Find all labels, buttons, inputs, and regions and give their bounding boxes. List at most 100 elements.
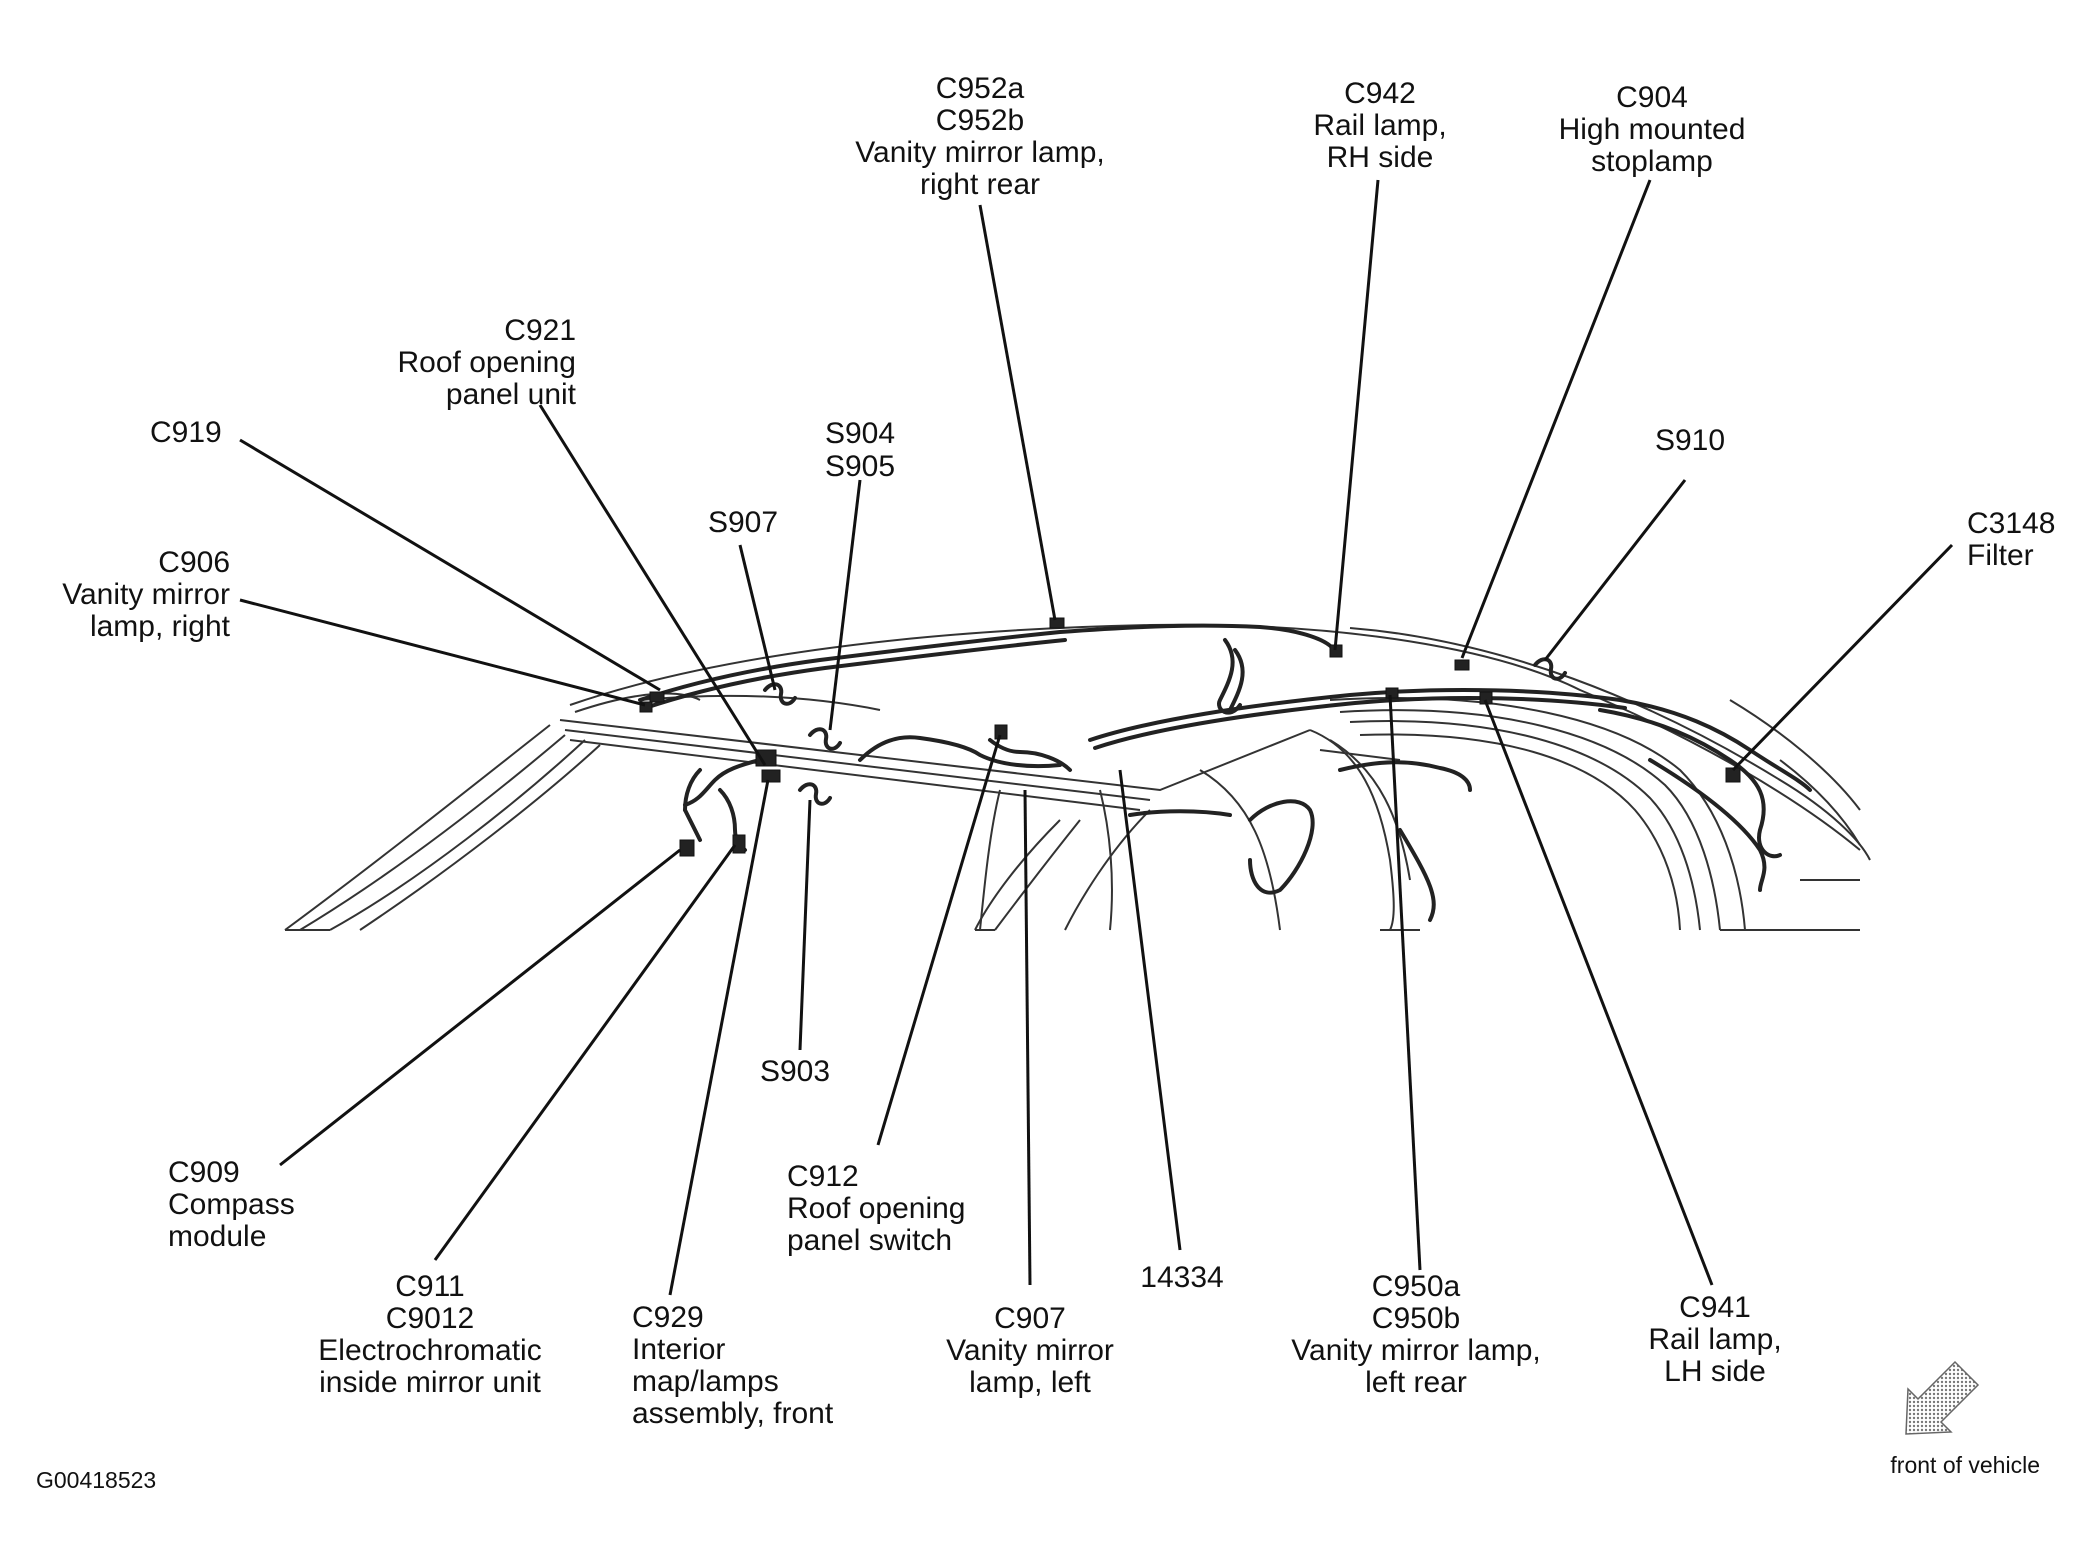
svg-text:C929: C929 [632, 1301, 704, 1334]
svg-text:S905: S905 [825, 450, 895, 483]
splice-s904 [808, 727, 842, 751]
label-line: C950b [1372, 1302, 1460, 1335]
front-of-vehicle-indicator: front of vehicle [1890, 1360, 2040, 1478]
svg-text:C911: C911 [395, 1270, 465, 1303]
callout-c904: C904 High mounted stoplamp [1559, 81, 1746, 178]
label-line: C952a [936, 72, 1025, 105]
label-line: Filter [1967, 539, 2034, 572]
splice-s907 [763, 682, 797, 706]
svg-text:High mounted: High mounted [1559, 113, 1746, 146]
svg-text:Rail lamp,: Rail lamp, [1313, 109, 1446, 142]
callout-s904-s905: S904 S905 [825, 417, 895, 483]
label-line: High mounted [1559, 113, 1746, 146]
label-line: C941 [1679, 1291, 1751, 1324]
label-line: Roof opening [787, 1192, 965, 1225]
label-line: 14334 [1140, 1261, 1223, 1294]
label-line: Vanity mirror [62, 578, 230, 611]
connector-c950 [1385, 687, 1399, 699]
connectors [639, 617, 1741, 857]
callout-c919: C919 [150, 416, 222, 449]
label-line: Roof opening [398, 346, 576, 379]
connector-c3148 [1725, 767, 1741, 783]
svg-text:module: module [168, 1220, 266, 1253]
callout-c942: C942 Rail lamp, RH side [1313, 77, 1446, 174]
connector-c919 [649, 691, 665, 703]
svg-text:C904: C904 [1616, 81, 1688, 114]
label-line: S904 [825, 417, 895, 450]
svg-text:C906: C906 [158, 546, 230, 579]
callout-c911: C911 C9012 Electrochromatic inside mirro… [318, 1270, 541, 1399]
svg-text:inside mirror unit: inside mirror unit [319, 1366, 541, 1399]
label-line: panel unit [446, 378, 577, 411]
label-line: Vanity mirror lamp, [855, 136, 1105, 169]
svg-text:C919: C919 [150, 416, 222, 449]
svg-text:C3148: C3148 [1967, 507, 2055, 540]
label-line: lamp, left [969, 1366, 1091, 1399]
svg-text:Vanity mirror lamp,: Vanity mirror lamp, [855, 136, 1105, 169]
connector-c906 [639, 701, 653, 713]
callout-c921: C921 Roof opening panel unit [398, 314, 577, 411]
label-line: C909 [168, 1156, 240, 1189]
label-line: C921 [504, 314, 576, 347]
label-line: C911 [395, 1270, 465, 1303]
svg-text:panel switch: panel switch [787, 1224, 952, 1257]
label-line: C950a [1372, 1270, 1461, 1303]
svg-text:panel unit: panel unit [446, 378, 577, 411]
roof-structure [284, 623, 1871, 931]
connector-c911 [732, 834, 746, 854]
label-line: C942 [1344, 77, 1416, 110]
svg-text:C950a: C950a [1372, 1270, 1461, 1303]
label-line: C907 [994, 1302, 1066, 1335]
label-line: C3148 [1967, 507, 2055, 540]
label-line: Electrochromatic [318, 1334, 541, 1367]
callout-s910: S910 [1655, 424, 1725, 457]
label-line: RH side [1327, 141, 1434, 174]
connector-c912 [994, 724, 1008, 740]
svg-text:C952a: C952a [936, 72, 1025, 105]
label-line: C919 [150, 416, 222, 449]
label-line: Vanity mirror [946, 1334, 1114, 1367]
label-line: S903 [760, 1055, 830, 1088]
connector-c952 [1049, 617, 1065, 629]
svg-text:C950b: C950b [1372, 1302, 1460, 1335]
svg-text:Filter: Filter [1967, 539, 2034, 572]
splice-s910 [1533, 657, 1567, 681]
svg-text:left rear: left rear [1365, 1366, 1467, 1399]
front-of-vehicle-label: front of vehicle [1890, 1452, 2040, 1478]
callout-s903: S903 [760, 1055, 830, 1088]
label-line: lamp, right [90, 610, 231, 643]
label-line: inside mirror unit [319, 1366, 541, 1399]
label-line: map/lamps [632, 1365, 779, 1398]
svg-text:LH side: LH side [1664, 1355, 1766, 1388]
callout-c941: C941 Rail lamp, LH side [1648, 1291, 1781, 1388]
label-line: C904 [1616, 81, 1688, 114]
callout-c3148: C3148 Filter [1967, 507, 2055, 572]
callout-c909: C909 Compass module [168, 1156, 295, 1253]
svg-text:C942: C942 [1344, 77, 1416, 110]
svg-text:stoplamp: stoplamp [1591, 145, 1713, 178]
svg-text:S907: S907 [708, 506, 778, 539]
svg-text:Rail lamp,: Rail lamp, [1648, 1323, 1781, 1356]
label-line: S910 [1655, 424, 1725, 457]
svg-text:lamp, right: lamp, right [90, 610, 231, 643]
leader-lines [239, 179, 1954, 1296]
label-line: Compass [168, 1188, 295, 1221]
label-line: Interior [632, 1333, 725, 1366]
label-line: Rail lamp, [1648, 1323, 1781, 1356]
label-line: S907 [708, 506, 778, 539]
label-line: left rear [1365, 1366, 1467, 1399]
svg-text:C907: C907 [994, 1302, 1066, 1335]
svg-text:C941: C941 [1679, 1291, 1751, 1324]
svg-text:Electrochromatic: Electrochromatic [318, 1334, 541, 1367]
svg-text:right rear: right rear [920, 168, 1040, 201]
svg-text:C9012: C9012 [386, 1302, 474, 1335]
label-line: C952b [936, 104, 1024, 137]
svg-text:Vanity mirror: Vanity mirror [946, 1334, 1114, 1367]
svg-text:C921: C921 [504, 314, 576, 347]
svg-text:14334: 14334 [1140, 1261, 1223, 1294]
svg-text:C909: C909 [168, 1156, 240, 1189]
label-line: panel switch [787, 1224, 952, 1257]
front-arrow-icon [1905, 1360, 1980, 1435]
svg-text:lamp, left: lamp, left [969, 1366, 1091, 1399]
